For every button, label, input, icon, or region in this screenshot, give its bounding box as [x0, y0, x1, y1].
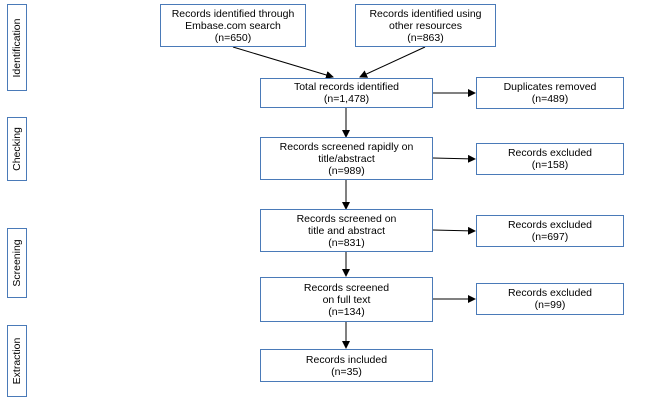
box-excluded-full-text: Records excluded (n=99) [476, 283, 624, 315]
box-excluded2-line-1: Records excluded [507, 219, 593, 231]
box-fulltext-line-1: Records screened [303, 281, 390, 294]
box-other-line-2: other resources [389, 19, 462, 32]
box-excluded3-line-2: (n=99) [534, 299, 566, 311]
box-duplicates-removed: Duplicates removed (n=489) [476, 77, 624, 109]
box-embase-line-3: (n=650) [214, 31, 252, 44]
box-rapid-line-2: title/abstract [318, 152, 375, 165]
box-screened-full-text: Records screened on full text (n=134) [260, 277, 433, 322]
arrow-embase-to-total [232, 46, 334, 79]
box-embase-search: Records identified through Embase.com se… [160, 4, 306, 47]
box-titleabs-line-3: (n=831) [328, 236, 365, 249]
stage-extraction: Extraction [7, 325, 27, 397]
box-total-line-1: Total records identified [293, 81, 400, 93]
box-excluded-rapid: Records excluded (n=158) [476, 143, 624, 175]
box-records-included: Records included (n=35) [260, 349, 433, 382]
box-titleabs-line-1: Records screened on [296, 212, 397, 225]
stage-identification: Identification [7, 4, 27, 91]
stage-identification-label: Identification [11, 18, 23, 77]
box-screened-title-abstract: Records screened on title and abstract (… [260, 209, 433, 252]
box-screened-rapidly: Records screened rapidly on title/abstra… [260, 137, 433, 180]
box-embase-line-2: Embase.com search [185, 19, 281, 32]
box-excluded3-line-1: Records excluded [507, 287, 593, 299]
box-total-identified: Total records identified (n=1,478) [260, 78, 433, 108]
box-included-line-2: (n=35) [331, 365, 362, 378]
box-titleabs-line-2: title and abstract [307, 224, 386, 237]
box-other-line-1: Records identified using [369, 7, 482, 20]
box-rapid-line-3: (n=989) [328, 164, 365, 177]
box-excluded1-line-1: Records excluded [507, 147, 593, 159]
box-included-line-1: Records included [305, 353, 388, 366]
stage-screening-label: Screening [11, 239, 23, 287]
stage-screening: Screening [7, 228, 27, 298]
arrow-rapid-to-excluded1 [432, 154, 476, 163]
box-embase-line-1: Records identified through [171, 7, 295, 20]
arrow-other-to-total [359, 46, 426, 78]
box-duplicates-line-1: Duplicates removed [503, 81, 597, 93]
box-other-line-3: (n=863) [407, 31, 444, 44]
box-fulltext-line-3: (n=134) [328, 305, 365, 318]
box-excluded1-line-2: (n=158) [531, 159, 569, 171]
box-rapid-line-1: Records screened rapidly on [279, 140, 414, 153]
stage-extraction-label: Extraction [11, 337, 23, 385]
box-total-line-2: (n=1,478) [323, 93, 370, 105]
box-other-resources: Records identified using other resources… [355, 4, 496, 47]
stage-checking-label: Checking [11, 127, 23, 171]
box-excluded2-line-2: (n=697) [531, 231, 569, 243]
box-fulltext-line-2: on full text [322, 293, 371, 306]
arrow-titleabs-to-excluded2 [432, 226, 476, 235]
box-duplicates-line-2: (n=489) [531, 93, 569, 105]
box-excluded-title-abstract: Records excluded (n=697) [476, 215, 624, 247]
stage-checking: Checking [7, 117, 27, 181]
